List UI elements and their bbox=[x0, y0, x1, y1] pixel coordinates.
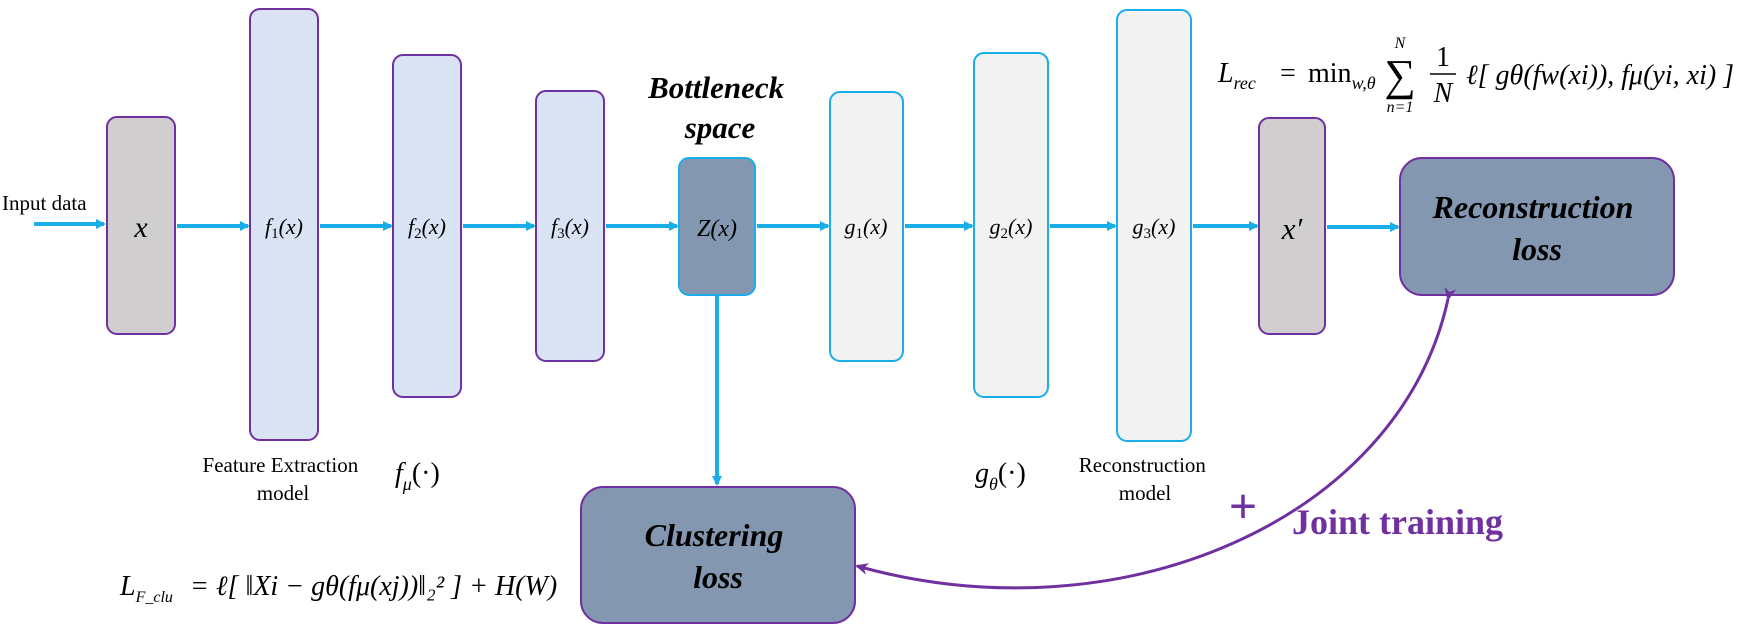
svg-text:ℓ[ gθ(fw(xi)), fμ(yi, xi) ]: ℓ[ gθ(fw(xi)), fμ(yi, xi) ] bbox=[1466, 60, 1734, 91]
joint-training-plus: + bbox=[1229, 478, 1258, 534]
reconstruction-loss-box bbox=[1399, 157, 1675, 296]
flow-arrows bbox=[34, 219, 1400, 486]
input-layer-label: x bbox=[133, 211, 148, 244]
decoder-layer-g2-label: g2(x) bbox=[990, 214, 1033, 242]
clustering-loss-label: Clustering loss bbox=[645, 517, 792, 595]
svg-text:= ℓ[ ‖Xi − gθ(fμ(xj))‖₂² ] + H: = ℓ[ ‖Xi − gθ(fμ(xj))‖₂² ] + H(W) bbox=[190, 571, 557, 602]
bottleneck-layer-label: Z(x) bbox=[697, 216, 737, 242]
svg-text:minw,θ: minw,θ bbox=[1308, 58, 1376, 93]
svg-text:=: = bbox=[1280, 58, 1296, 89]
bottleneck-layer bbox=[678, 157, 756, 296]
input-data-label: Input data bbox=[2, 191, 87, 215]
svg-text:LF_clu: LF_clu bbox=[119, 571, 173, 606]
encoder-layer-f3-label: f3(x) bbox=[551, 214, 589, 242]
svg-text:1: 1 bbox=[1436, 42, 1450, 73]
input-layer bbox=[106, 116, 176, 335]
encoder-layer-f2-label: f2(x) bbox=[408, 214, 446, 242]
joint-training-curve bbox=[855, 286, 1457, 590]
clustering-formula: LF_clu = ℓ[ ‖Xi − gθ(fμ(xj))‖₂² ] + H(W) bbox=[119, 571, 557, 606]
svg-text:∑: ∑ bbox=[1384, 51, 1415, 100]
encoder-layer-f3 bbox=[535, 90, 605, 362]
svg-text:N: N bbox=[1433, 78, 1454, 109]
output-layer-label: x′ bbox=[1281, 211, 1304, 246]
encoder-layer-f2 bbox=[392, 54, 462, 398]
svg-text:Lrec: Lrec bbox=[1217, 58, 1256, 93]
svg-text:N: N bbox=[1394, 35, 1407, 52]
feature-function-label: fμ(·) bbox=[395, 458, 440, 494]
reconstruction-function-label: gθ(·) bbox=[975, 458, 1026, 494]
reconstruction-formula: Lrec = minw,θ N ∑ n=1 1 N ℓ[ gθ(fw(xi)),… bbox=[1217, 35, 1734, 116]
clustering-loss-box bbox=[580, 486, 856, 624]
reconstruction-loss-label: Reconstruction loss bbox=[1432, 189, 1642, 267]
feature-extraction-label: Feature Extraction model bbox=[203, 453, 364, 505]
joint-training-label: Joint training bbox=[1292, 502, 1503, 542]
encoder-layer-f1-label: f1(x) bbox=[265, 214, 303, 242]
decoder-layer-g1-label: g1(x) bbox=[845, 214, 888, 242]
decoder-layer-g3-label: g3(x) bbox=[1133, 214, 1176, 242]
svg-text:n=1: n=1 bbox=[1387, 99, 1414, 116]
encoder-layer-f1 bbox=[249, 8, 319, 441]
reconstruction-model-label: Reconstruction model bbox=[1079, 453, 1211, 505]
bottleneck-title: Bottleneck space bbox=[647, 70, 792, 145]
